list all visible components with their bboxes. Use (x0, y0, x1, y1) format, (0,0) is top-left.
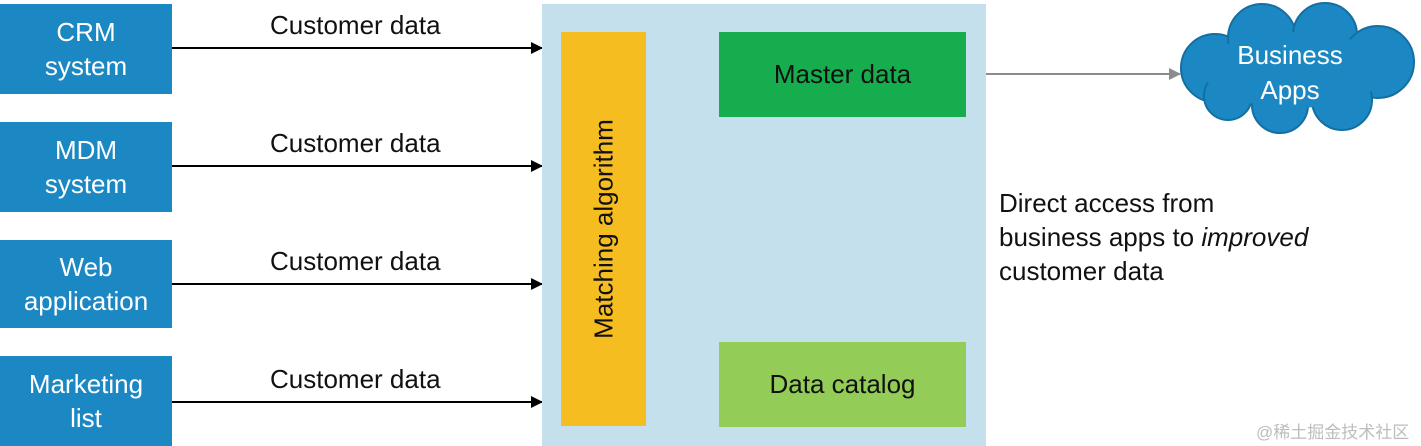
source-marketing-line1: Marketing (28, 369, 144, 399)
web-edge-label: Customer data (270, 246, 441, 276)
source-web-line2: application (23, 286, 149, 316)
master-data-block: Master data (719, 32, 966, 117)
source-mdm-line1: MDM (54, 135, 118, 165)
source-crm-system: CRM system (0, 4, 172, 94)
access-note-emphasis: improved (1201, 222, 1309, 252)
access-note: Direct access from business apps to impr… (999, 186, 1379, 288)
source-crm-line1: CRM (56, 17, 116, 47)
access-note-line3: customer data (999, 256, 1164, 286)
cloud-icon (1180, 2, 1415, 134)
source-marketing-line2: list (70, 403, 102, 433)
data-catalog-label: Data catalog (769, 369, 916, 399)
source-mdm-line2: system (44, 169, 128, 199)
source-web-application: Web application (0, 240, 172, 328)
source-marketing-list: Marketing list (0, 356, 172, 446)
source-web-line1: Web (59, 252, 113, 282)
business-apps-line2: Apps (1260, 75, 1320, 105)
mdm-edge-label: Customer data (270, 128, 441, 158)
business-apps-line1: Business (1237, 40, 1343, 70)
access-note-line2: business apps to improved (999, 220, 1379, 254)
crm-edge-label: Customer data (270, 10, 441, 40)
master-data-label: Master data (773, 59, 912, 89)
marketing-edge-label: Customer data (270, 364, 441, 394)
data-catalog-block: Data catalog (719, 342, 966, 427)
business-apps-label: Business Apps (1190, 38, 1390, 108)
source-mdm-system: MDM system (0, 122, 172, 212)
access-note-line2-prefix: business apps to (999, 222, 1202, 252)
matching-algorithm-label: Matching algorithm (588, 119, 618, 339)
watermark: @稀土掘金技术社区 (1256, 423, 1410, 442)
matching-algorithm-block: Matching algorithm (561, 32, 646, 426)
source-crm-line2: system (44, 51, 128, 81)
access-note-line1: Direct access from (999, 188, 1215, 218)
